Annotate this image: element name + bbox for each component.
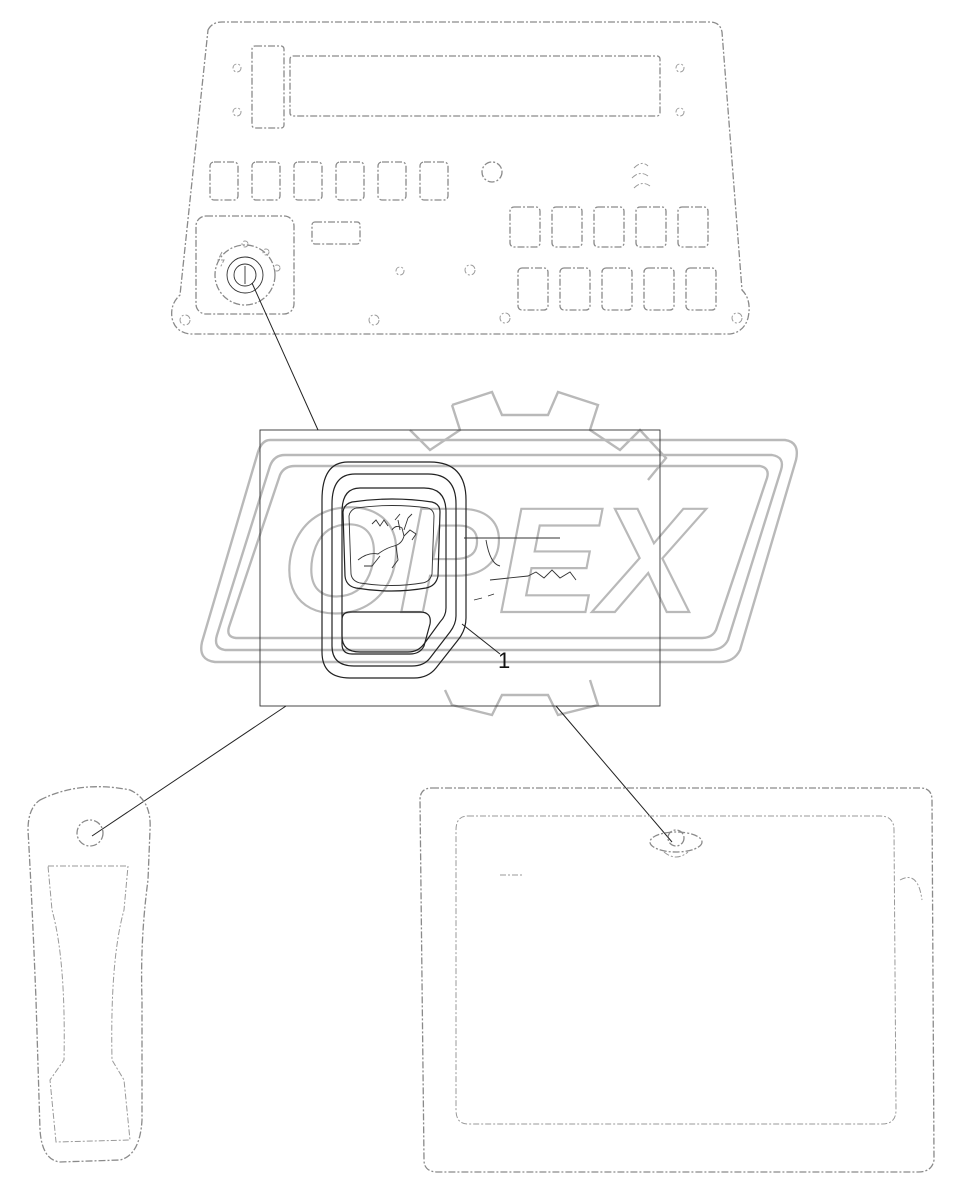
- switch: [377, 161, 407, 201]
- dashboard-panel-outline: [171, 21, 750, 335]
- leader-to-handle: [91, 705, 287, 837]
- switch-row-right-upper: [509, 206, 709, 248]
- ignition-ring-outer: [214, 244, 276, 306]
- latch-body: [649, 831, 703, 853]
- logo-shield-inner: [348, 505, 435, 586]
- handle: [27, 786, 151, 1163]
- callout-leader: [461, 623, 501, 655]
- handle-inner: [47, 865, 131, 1143]
- switch-row-upper: [209, 161, 449, 201]
- switch: [593, 206, 625, 248]
- mount-hole: [232, 107, 242, 117]
- cover-panel: [419, 787, 935, 1173]
- ignition-key-slot: [233, 263, 257, 287]
- key-fob-body-outer: [321, 461, 467, 679]
- switch: [677, 206, 709, 248]
- detail-frame: [259, 429, 661, 707]
- handle-pivot: [76, 819, 104, 847]
- switch: [643, 267, 675, 311]
- mount-hole: [232, 63, 242, 73]
- cover-panel-outline: [419, 787, 935, 1173]
- ignition-mark: [241, 240, 249, 248]
- ignition-bezel: [195, 215, 295, 315]
- mount-hole: [395, 266, 405, 276]
- key-fob-button: [341, 611, 431, 655]
- logo-shield-outer: [342, 498, 441, 592]
- switch: [209, 161, 239, 201]
- mount-hole: [675, 107, 685, 117]
- lightning-icon: [217, 251, 225, 269]
- detail-lines: [464, 537, 577, 601]
- display-window: [289, 55, 661, 117]
- switch: [509, 206, 541, 248]
- mount-hole: [179, 314, 191, 326]
- watermark-badge-inner2: [227, 464, 769, 640]
- round-button: [481, 161, 503, 183]
- watermark-text: OPEX: [282, 476, 707, 644]
- watermark-logo: OPEX: [200, 390, 799, 717]
- key-fob-body-inner: [331, 473, 457, 667]
- switch: [559, 267, 591, 311]
- switch: [685, 267, 717, 311]
- cover-panel-inner: [455, 815, 897, 1125]
- leader-to-panel: [555, 705, 673, 843]
- ignition-ring: [226, 256, 264, 294]
- switch-row-right-lower: [517, 267, 717, 311]
- deer-logo-icon: [357, 513, 417, 569]
- watermark-badge-inner: [214, 453, 784, 652]
- leader-to-ignition: [251, 282, 319, 431]
- ignition-mark: [262, 248, 270, 256]
- mount-hole: [368, 314, 380, 326]
- ignition-mark: [273, 264, 281, 272]
- display-slot: [251, 45, 285, 129]
- switch: [517, 267, 549, 311]
- callout-label: 1: [498, 648, 510, 673]
- handle-outline: [27, 786, 151, 1163]
- wave-symbol-icon: [631, 162, 651, 189]
- switch: [419, 161, 449, 201]
- switch: [635, 206, 667, 248]
- mount-hole: [675, 63, 685, 73]
- mount-hole: [499, 312, 511, 324]
- mount-hole: [464, 264, 476, 276]
- mount-hole: [731, 312, 743, 324]
- small-indicator: [311, 221, 361, 245]
- dashboard-panel: [171, 21, 750, 335]
- switch: [551, 206, 583, 248]
- cover-panel-clip: [899, 877, 923, 901]
- detail-view: 1: [259, 429, 661, 707]
- latch-knob: [667, 829, 685, 847]
- switch: [251, 161, 281, 201]
- key-fob-body-inner2: [341, 487, 447, 653]
- latch-tab: [663, 851, 689, 858]
- switch: [293, 161, 323, 201]
- switch: [601, 267, 633, 311]
- switch: [335, 161, 365, 201]
